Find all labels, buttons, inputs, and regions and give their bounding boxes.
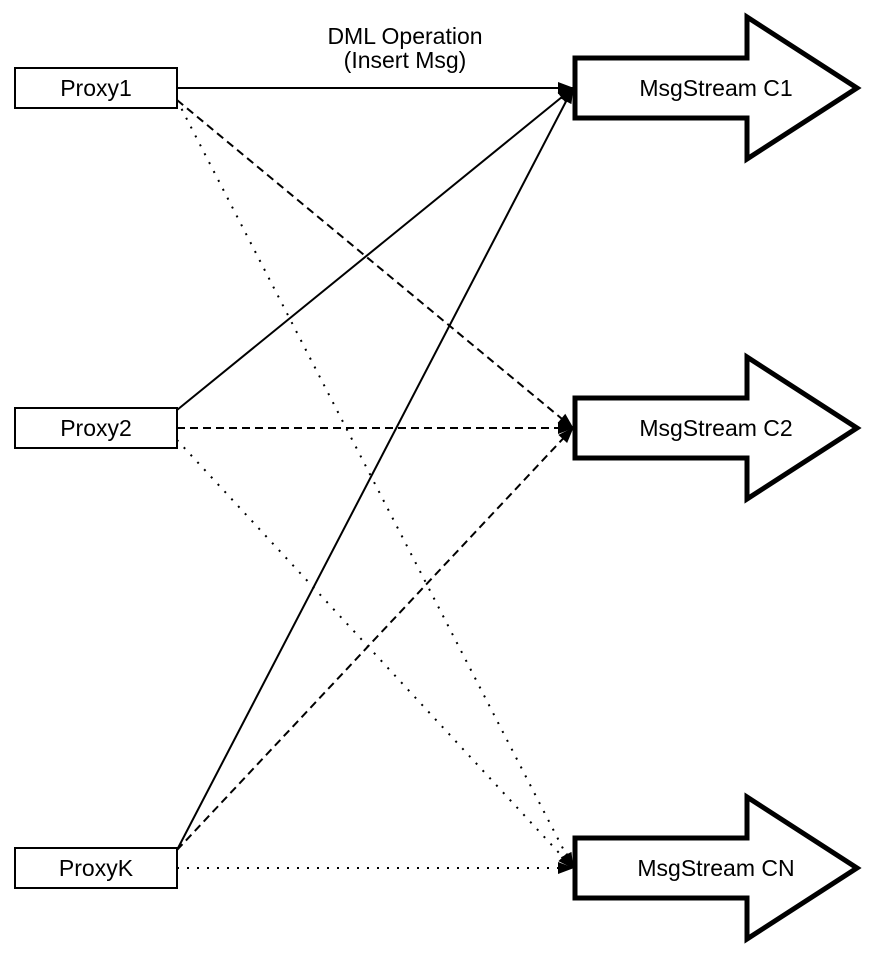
title-line2: (Insert Msg) [344,47,467,73]
connection-proxy2-cn [176,439,574,869]
connection-proxy2-c1 [176,87,574,411]
stream-cn-label: MsgStream CN [637,855,794,881]
proxy2-box [14,407,178,449]
diagram-title: DML Operation (Insert Msg) [327,23,482,73]
stream-c2-arrow-shape [572,352,862,504]
proxy1-node: Proxy1 [14,67,178,109]
connection-proxyk-c2 [176,427,574,851]
stream-c2-label: MsgStream C2 [639,415,792,441]
proxy1-label: Proxy1 [60,75,132,101]
proxy1-box [14,67,178,109]
proxyk-label: ProxyK [59,855,134,881]
proxyk-node: ProxyK [14,847,178,889]
proxy2-label: Proxy2 [60,415,132,441]
connection-proxyk-c1 [176,87,574,851]
stream-cn-arrow-shape [572,792,862,944]
connection-lines [176,82,574,874]
proxy2-node: Proxy2 [14,407,178,449]
stream-c1-label: MsgStream C1 [639,75,792,101]
stream-c1-arrow-shape [572,12,862,164]
connection-proxy1-cn [176,99,574,869]
connection-proxy1-c2 [176,99,574,429]
proxyk-box [14,847,178,889]
stream-c1-node: MsgStream C1 [572,12,862,164]
title-line1: DML Operation [327,23,482,49]
stream-c2-node: MsgStream C2 [572,352,862,504]
stream-cn-node: MsgStream CN [572,792,862,944]
